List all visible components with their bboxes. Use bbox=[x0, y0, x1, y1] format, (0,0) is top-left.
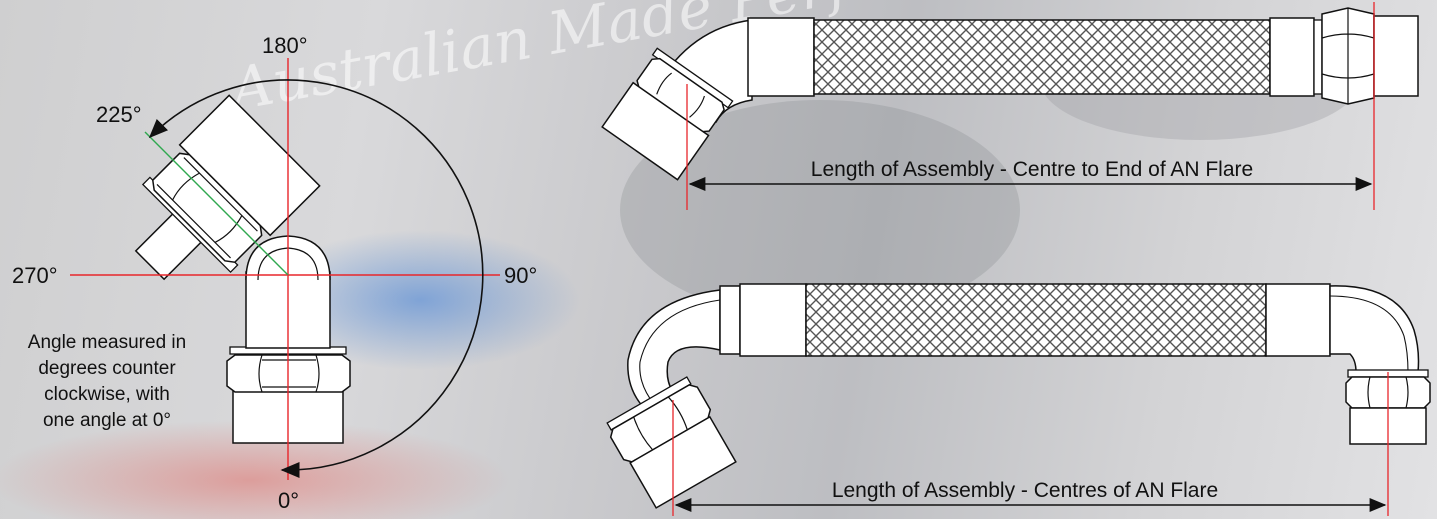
angle-180-label: 180° bbox=[262, 33, 308, 58]
rotation-arc bbox=[148, 79, 484, 471]
top-hose-assembly: Length of Assembly - Centre to End of AN… bbox=[601, 2, 1419, 210]
angle-note-line: one angle at 0° bbox=[43, 410, 171, 431]
top-dimension-label: Length of Assembly - Centre to End of AN… bbox=[811, 158, 1253, 181]
bottom-socket-right bbox=[1265, 283, 1331, 357]
angle-note: Angle measured in degrees counter clockw… bbox=[28, 332, 186, 431]
angle-0-label: 0° bbox=[278, 488, 299, 513]
rotated-fitting bbox=[134, 94, 321, 281]
bottom-left-nut bbox=[606, 376, 737, 509]
angle-225-label: 225° bbox=[96, 102, 142, 127]
top-elbow-nut bbox=[601, 47, 734, 181]
angle-270-label: 270° bbox=[12, 263, 58, 288]
angle-note-line: degrees counter bbox=[38, 358, 176, 379]
bottom-hose-assembly: Length of Assembly - Centres of AN Flare bbox=[606, 283, 1431, 516]
angle-note-line: Angle measured in bbox=[28, 332, 186, 353]
bottom-dimension-label: Length of Assembly - Centres of AN Flare bbox=[832, 479, 1218, 502]
angle-note-line: clockwise, with bbox=[44, 384, 170, 405]
top-socket-right bbox=[1269, 17, 1315, 97]
angle-fitting-diagram: 180° 225° 270° 90° 0° Angle measured in … bbox=[12, 33, 537, 513]
top-braided-hose bbox=[813, 19, 1271, 95]
top-socket-left bbox=[747, 17, 815, 97]
bottom-braided-hose bbox=[805, 283, 1267, 357]
bottom-socket-left bbox=[739, 283, 807, 357]
bottom-right-bend bbox=[1329, 285, 1420, 373]
angle-90-label: 90° bbox=[504, 263, 537, 288]
rotation-line bbox=[144, 131, 289, 276]
